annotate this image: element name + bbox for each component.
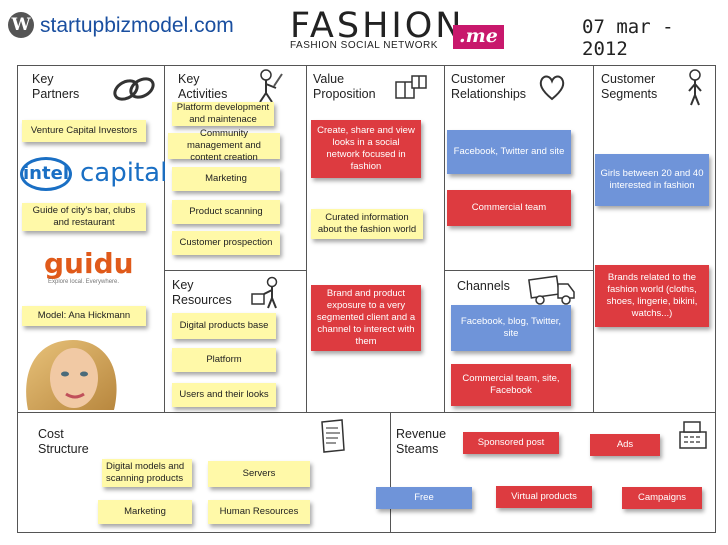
note-resource-users: Users and their looks <box>172 383 276 407</box>
note-cost-marketing: Marketing <box>98 500 192 524</box>
note-model: Model: Ana Hickmann <box>22 306 146 326</box>
key-partners-title: Key Partners <box>32 72 80 101</box>
note-channel-commercial: Commercial team, site, Facebook <box>451 364 571 406</box>
note-relationship-commercial: Commercial team <box>447 190 571 226</box>
note-cost-servers: Servers <box>208 461 310 487</box>
intel-logo-word: capital <box>80 158 168 188</box>
gift-box-icon <box>395 75 427 99</box>
note-revenue-ads: Ads <box>590 434 660 456</box>
note-value-curated-info: Curated information about the fashion wo… <box>311 209 423 239</box>
note-segment-girls: Girls between 20 and 40 interested in fa… <box>595 154 709 206</box>
note-value-brand-exposure: Brand and product exposure to a very seg… <box>311 285 421 351</box>
worker-icon <box>259 69 283 103</box>
heart-icon <box>539 75 565 101</box>
note-relationship-social: Facebook, Twitter and site <box>447 130 571 174</box>
fashion-logo-text: FASHION <box>290 6 465 46</box>
key-resources-title: Key Resources <box>172 278 232 307</box>
note-cost-digital-models: Digital models and scanning products <box>102 459 192 487</box>
guidu-logo-word: guidu <box>44 247 134 280</box>
note-value-social-network: Create, share and view looks in a social… <box>311 120 421 178</box>
chain-links-icon <box>113 77 155 101</box>
note-activity-platform: Platform development and maintenace <box>172 102 274 126</box>
note-activity-scanning: Product scanning <box>172 200 280 224</box>
note-activity-marketing: Marketing <box>172 167 280 191</box>
customer-segments-cell <box>593 65 716 413</box>
cost-structure-title: Cost Structure <box>38 427 89 456</box>
note-resource-platform: Platform <box>172 348 276 372</box>
intel-logo-mark: intel <box>20 157 72 191</box>
note-revenue-virtual-products: Virtual products <box>496 486 592 508</box>
key-activities-title: Key Activities <box>178 72 228 101</box>
canvas-date: 07 mar - 2012 <box>582 16 674 60</box>
person-icon <box>688 69 702 106</box>
note-venture-capital: Venture Capital Investors <box>22 120 146 142</box>
channels-title: Channels <box>457 279 510 293</box>
note-city-guide: Guide of city's bar, clubs and restauran… <box>22 203 146 231</box>
note-cost-human-resources: Human Resources <box>208 500 310 524</box>
fashion-logo-subtitle: FASHION SOCIAL NETWORK <box>290 40 438 51</box>
note-revenue-campaigns: Campaigns <box>622 487 702 509</box>
worker-with-cart-icon <box>251 276 278 309</box>
model-photo <box>26 339 117 410</box>
truck-icon <box>528 275 575 305</box>
revenue-streams-title: Revenue Steams <box>396 427 447 456</box>
note-resource-digital-base: Digital products base <box>172 313 276 339</box>
note-segment-brands: Brands related to the fashion world (clo… <box>595 265 709 327</box>
customer-relationships-title: Customer Relationships <box>451 72 527 101</box>
value-proposition-cell <box>306 65 445 413</box>
value-proposition-title: Value Proposition <box>313 72 376 101</box>
site-link[interactable]: startupbizmodel.com <box>40 14 234 37</box>
receipt-icon <box>321 419 345 453</box>
note-activity-community: Community management and content creatio… <box>168 128 280 163</box>
fashion-logo-badge: .me <box>453 25 504 49</box>
note-revenue-sponsored-post: Sponsored post <box>463 432 559 454</box>
note-revenue-free: Free <box>376 487 472 509</box>
guidu-logo-tagline: Explore local. Everywhere. <box>48 279 120 285</box>
cash-register-icon <box>679 421 707 449</box>
note-activity-prospection: Customer prospection <box>172 231 280 255</box>
customer-segments-title: Customer Segments <box>601 72 658 101</box>
note-channel-online: Facebook, blog, Twitter, site <box>451 305 571 351</box>
wordpress-logo-icon: W <box>8 12 34 38</box>
